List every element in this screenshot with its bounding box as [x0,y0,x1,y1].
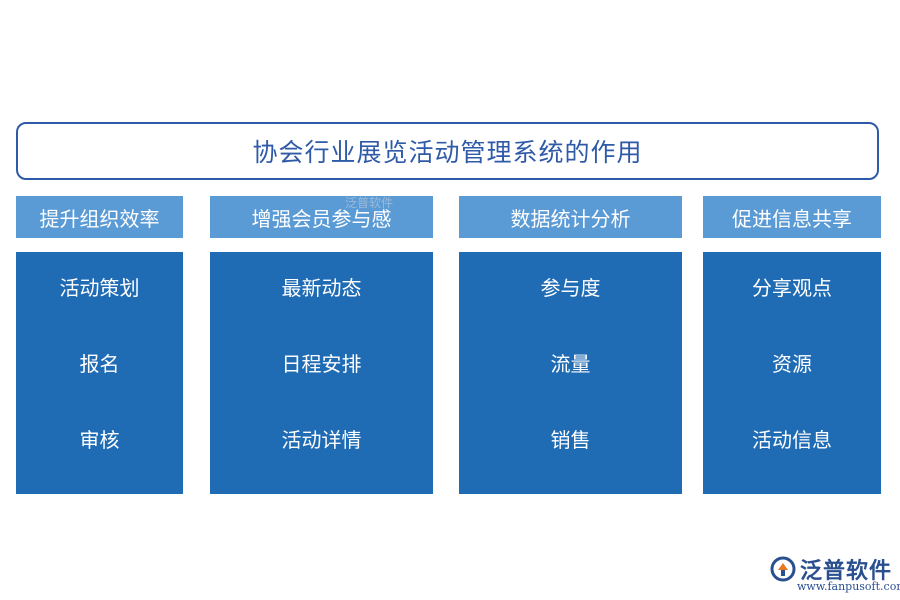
diagram-title: 协会行业展览活动管理系统的作用 [252,138,643,167]
column-3-item-1: 参与度 [540,276,601,300]
logo-url: www.fanpusoft.com [797,580,900,593]
column-1-item-1: 活动策划 [59,276,140,300]
column-1-item-3: 审核 [79,428,120,452]
column-header-3: 数据统计分析 [459,196,682,238]
column-1-item-2: 报名 [79,352,120,376]
column-2-item-1: 最新动态 [281,276,362,300]
column-body-4: 分享观点 资源 活动信息 [703,252,881,494]
column-header-1: 提升组织效率 [16,196,183,238]
column-3-item-2: 流量 [550,352,591,376]
column-body-2: 最新动态 日程安排 活动详情 [210,252,433,494]
column-body-1: 活动策划 报名 审核 [16,252,183,494]
column-4-item-2: 资源 [772,352,812,376]
column-header-4: 促进信息共享 [703,196,881,238]
diagram-title-box: 协会行业展览活动管理系统的作用 [16,122,879,180]
column-header-2: 增强会员参与感 [210,196,433,238]
logo-icon [770,556,796,582]
column-4-item-1: 分享观点 [752,276,832,300]
column-4-item-3: 活动信息 [752,428,832,452]
brand-logo: 泛普软件 [770,553,892,585]
watermark-text: 泛普软件 [345,196,394,210]
logo-name: 泛普软件 [800,559,893,584]
column-3-item-3: 销售 [550,428,591,452]
column-body-3: 参与度 流量 销售 [459,252,682,494]
column-2-item-2: 日程安排 [281,352,362,376]
column-2-item-3: 活动详情 [281,428,362,452]
